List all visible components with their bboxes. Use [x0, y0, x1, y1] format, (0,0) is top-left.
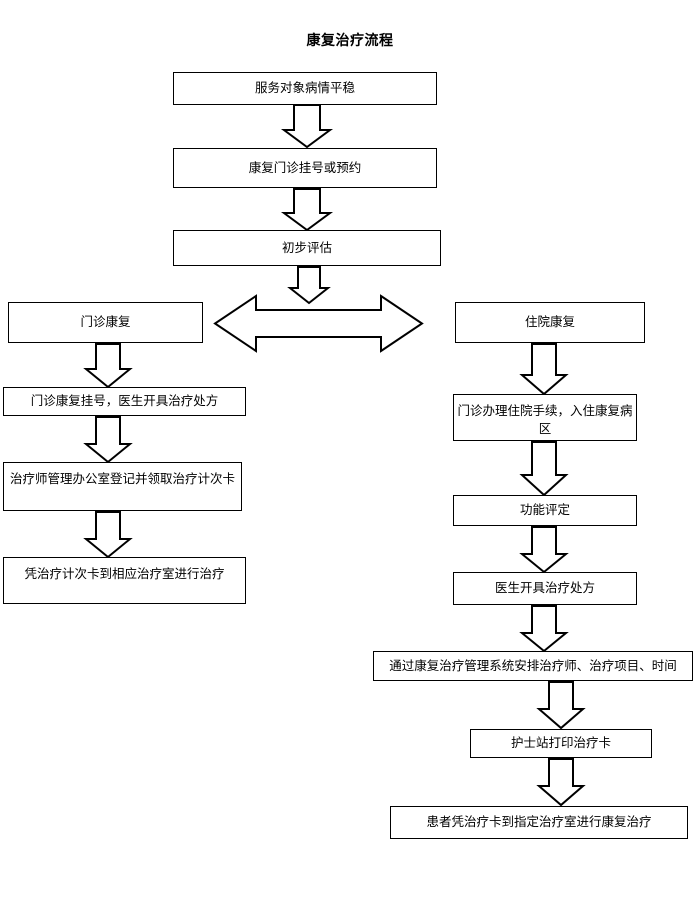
connector-a12	[536, 681, 586, 730]
flow-node-n10[interactable]: 功能评定	[453, 495, 637, 526]
connector-a11	[519, 605, 569, 653]
connector-a6	[83, 416, 133, 464]
flow-node-n8[interactable]: 凭治疗计次卡到相应治疗室进行治疗	[3, 557, 246, 604]
flow-node-n13[interactable]: 护士站打印治疗卡	[470, 729, 652, 758]
connector-a8	[519, 343, 569, 396]
flow-node-n12[interactable]: 通过康复治疗管理系统安排治疗师、治疗项目、时间	[373, 651, 693, 681]
connector-a3	[287, 266, 331, 305]
flow-node-n9[interactable]: 门诊办理住院手续，入住康复病区	[453, 394, 637, 441]
flow-node-n11[interactable]: 医生开具治疗处方	[453, 572, 637, 605]
flow-node-n3[interactable]: 初步评估	[173, 230, 441, 266]
page-title: 康复治疗流程	[306, 33, 394, 49]
connector-a5	[83, 343, 133, 389]
connector-a1	[280, 104, 334, 149]
flow-node-n1[interactable]: 服务对象病情平稳	[173, 72, 437, 105]
flow-node-n14[interactable]: 患者凭治疗卡到指定治疗室进行康复治疗	[390, 806, 688, 839]
connector-a2	[280, 188, 334, 232]
flow-node-n6[interactable]: 门诊康复挂号，医生开具治疗处方	[3, 387, 246, 416]
connector-a4	[213, 294, 424, 353]
connector-a7	[83, 511, 133, 559]
flow-node-n7[interactable]: 治疗师管理办公室登记并领取治疗计次卡	[3, 462, 242, 511]
connector-a9	[519, 441, 569, 497]
flow-node-n5[interactable]: 住院康复	[455, 302, 645, 343]
flow-node-n2[interactable]: 康复门诊挂号或预约	[173, 148, 437, 188]
connector-a13	[536, 758, 586, 807]
connector-a10	[519, 526, 569, 574]
flow-node-n4[interactable]: 门诊康复	[8, 302, 203, 343]
